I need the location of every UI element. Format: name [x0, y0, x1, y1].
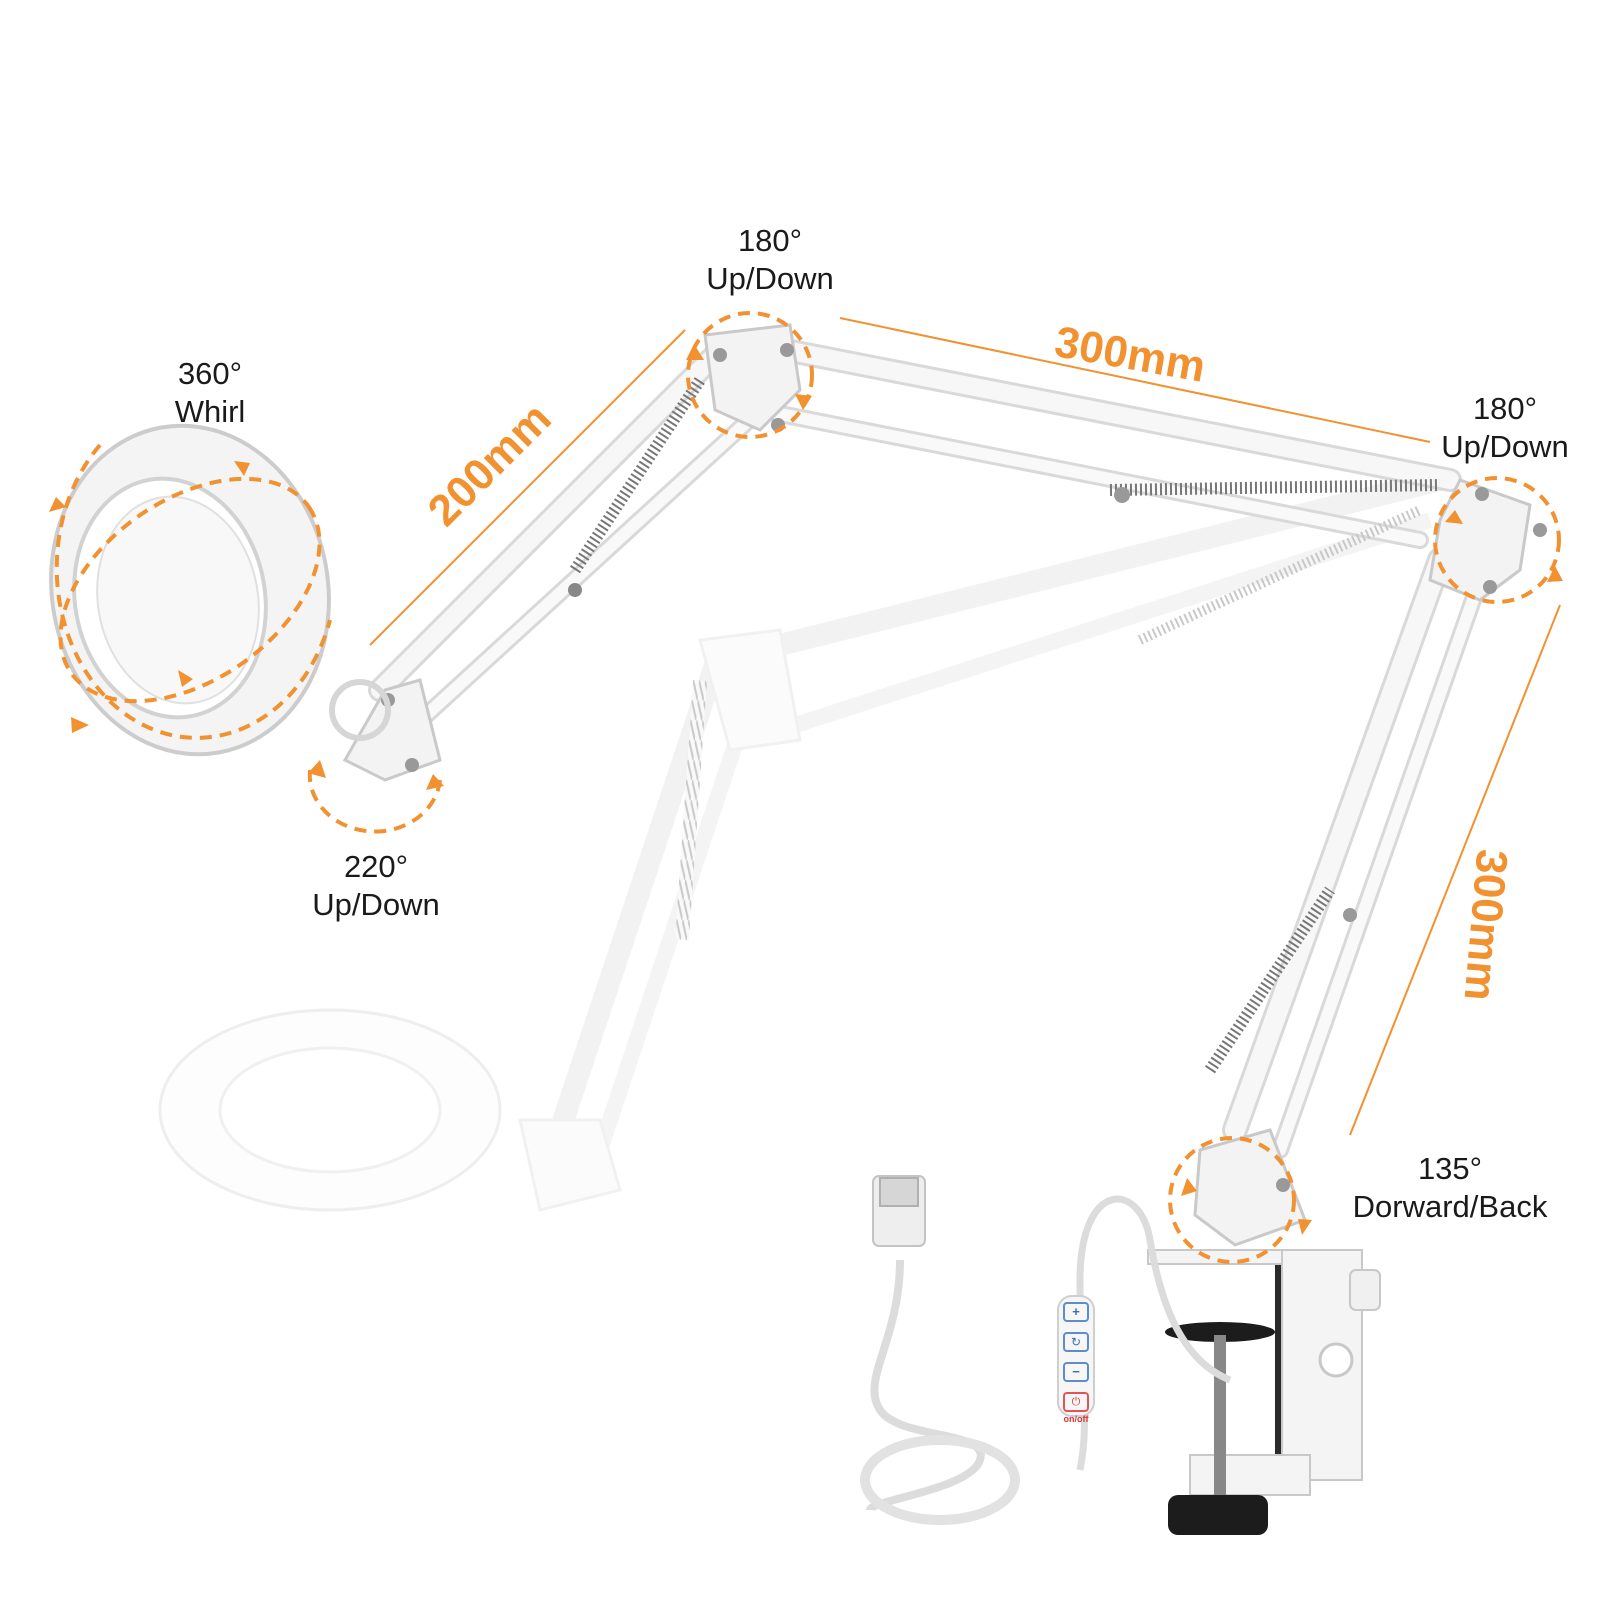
power-caption: on/off	[1063, 1414, 1089, 1424]
power-button[interactable]: ⏻	[1063, 1392, 1089, 1412]
right-joint-angle: 180°	[1472, 391, 1538, 426]
lens-rotation-text: Whirl	[174, 394, 246, 429]
brightness-up-button[interactable]: +	[1063, 1302, 1089, 1322]
lens-rotation-label: 360° Whirl	[120, 355, 300, 431]
head-joint-text: Up/Down	[312, 887, 440, 922]
lens-rotation-angle: 360°	[177, 356, 243, 391]
clamp-base	[1147, 1249, 1381, 1535]
head-joint-angle: 220°	[343, 849, 409, 884]
rotation-indicators	[54, 311, 1561, 1264]
right-joint-label: 180° Up/Down	[1415, 390, 1595, 466]
head-joint	[342, 678, 442, 782]
dimension-lines	[369, 317, 1561, 1136]
lamp-arms	[368, 333, 1489, 1159]
base-joint-text: Dorward/Back	[1352, 1189, 1548, 1224]
magnifier-lens	[49, 423, 391, 757]
head-joint-label: 220° Up/Down	[286, 848, 466, 924]
top-joint-label: 180° Up/Down	[680, 222, 860, 298]
base-joint-label: 135° Dorward/Back	[1330, 1150, 1570, 1226]
rotation-arrowheads	[49, 344, 1563, 1235]
usb-cable	[860, 1175, 1232, 1525]
right-joint-text: Up/Down	[1441, 429, 1569, 464]
base-joint-angle: 135°	[1417, 1151, 1483, 1186]
inline-controller: + ↻ − ⏻ on/off	[1058, 1300, 1094, 1424]
brightness-down-button[interactable]: −	[1063, 1362, 1089, 1382]
top-joint-angle: 180°	[737, 223, 803, 258]
mode-button[interactable]: ↻	[1063, 1332, 1089, 1352]
ghost-lamp	[158, 469, 1443, 1212]
top-joint-text: Up/Down	[706, 261, 834, 296]
